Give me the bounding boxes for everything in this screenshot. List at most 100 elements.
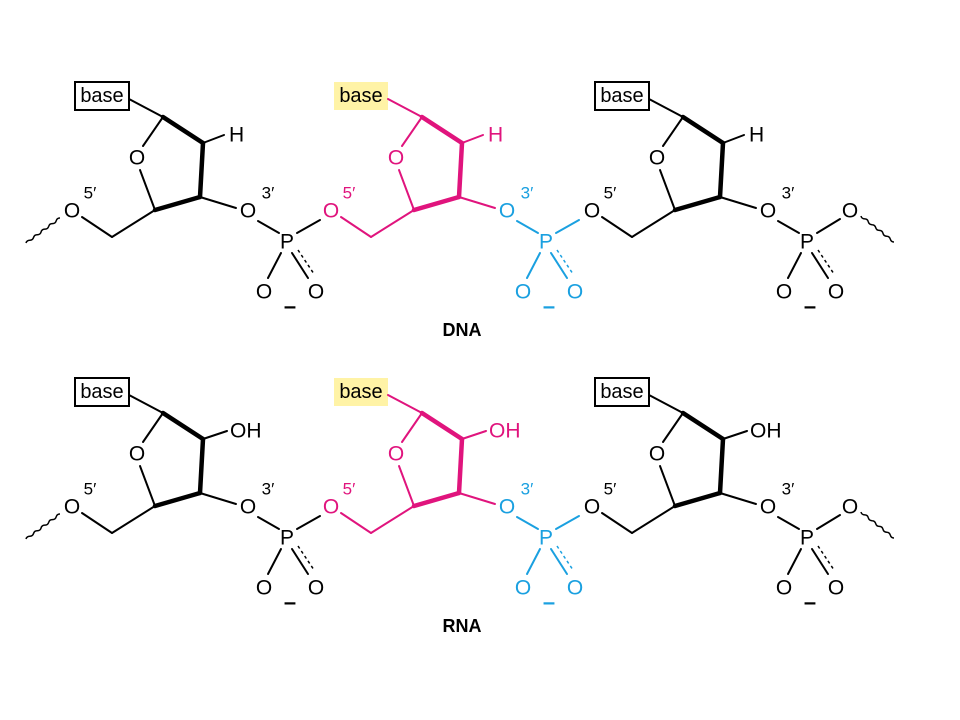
base-box [74, 377, 130, 407]
c3-o3-bond [458, 492, 496, 505]
o3-p-bond [257, 516, 280, 530]
negative-charge: – [284, 294, 296, 319]
o3-label: O [499, 200, 515, 223]
p-o-dashed-bond [817, 545, 835, 571]
negative-charge: – [804, 294, 816, 319]
o3-p-bond [777, 220, 800, 234]
h-bond [722, 134, 745, 144]
ring-bond-o-c4 [139, 465, 156, 507]
base-label: base [600, 85, 643, 107]
prime5-label: 5′ [343, 480, 356, 499]
p-o-dashed-bond [556, 249, 574, 275]
oh-bond [461, 430, 487, 440]
p-o-dashed-bond [297, 249, 315, 275]
c5-o5-bond [81, 512, 113, 534]
phosphate-oxygen-label: O [515, 281, 531, 304]
prime3-label: 3′ [782, 184, 795, 203]
ring-bond-c3-c2 [197, 140, 206, 200]
phosphorus-label: P [800, 527, 814, 550]
terminal-oxygen-label: O [842, 200, 858, 223]
ring-bond-o-c4 [139, 169, 156, 211]
o3-p-bond [777, 516, 800, 530]
hydrogen-label: H [749, 124, 764, 147]
ring-bond-c3-c2 [717, 140, 726, 200]
chain-continuation [25, 217, 61, 244]
p-o-single-bond [526, 252, 541, 279]
ring-bond-c1-o [662, 412, 684, 443]
base-bond [387, 98, 423, 118]
ring-bond-c4-c3 [411, 490, 462, 509]
p-o-bond [291, 548, 309, 575]
o5-label: O [584, 200, 600, 223]
hydrogen-label: H [488, 124, 503, 147]
negative-charge: – [284, 590, 296, 615]
base-label: base [339, 85, 382, 107]
ring-bond-o-c4 [659, 169, 676, 211]
base-box-highlight [334, 378, 388, 406]
ring-bond-c3-c2 [456, 140, 465, 200]
phosphorus-label: P [280, 231, 294, 254]
strand-title: DNA [443, 320, 482, 340]
o3-p-bond [516, 516, 539, 530]
base-bond [128, 98, 164, 118]
c4-c5-bond [111, 505, 156, 534]
phosphate-oxygen-label: O [256, 281, 272, 304]
phosphate-oxygen-label: O [567, 577, 583, 600]
ring-bond-c1-o [662, 116, 684, 147]
c3-o3-bond [199, 196, 237, 209]
o3-label: O [240, 496, 256, 519]
p-o-terminal-bond [816, 514, 841, 530]
ring-bond-c4-c3 [152, 490, 203, 509]
negative-charge: – [804, 590, 816, 615]
o3-p-bond [257, 220, 280, 234]
base-box-highlight [334, 82, 388, 110]
c3-o3-bond [458, 196, 496, 209]
base-box [74, 81, 130, 111]
o5-label: O [323, 200, 339, 223]
oh-bond [722, 430, 748, 440]
base-box [594, 377, 650, 407]
base-bond [128, 394, 164, 414]
p-o5-bond [296, 515, 321, 530]
prime5-label: 5′ [84, 480, 97, 499]
base-bond [387, 394, 423, 414]
p-o-single-bond [267, 252, 282, 279]
prime3-label: 3′ [521, 184, 534, 203]
p-o-dashed-bond [297, 545, 315, 571]
prime5-label: 5′ [604, 480, 617, 499]
chain-continuation [860, 511, 895, 539]
base-box [594, 81, 650, 111]
ring-bond-c1-c2 [160, 410, 206, 442]
prime5-label: 5′ [343, 184, 356, 203]
p-o-single-bond [787, 548, 802, 575]
phosphate-oxygen-label: O [567, 281, 583, 304]
ring-bond-o-c4 [398, 465, 415, 507]
p-o5-bond [555, 515, 580, 530]
ring-bond-c3-c2 [197, 436, 206, 496]
p-o-single-bond [787, 252, 802, 279]
phosphate-oxygen-label: O [828, 577, 844, 600]
c5-o5-bond [340, 216, 372, 238]
o3-label: O [240, 200, 256, 223]
negative-charge: – [543, 294, 555, 319]
p-o-single-bond [267, 548, 282, 575]
ring-oxygen-label: O [388, 443, 404, 466]
ring-bond-o-c4 [398, 169, 415, 211]
ring-bond-c1-c2 [160, 114, 206, 146]
p-o-dashed-bond [817, 249, 835, 275]
ring-bond-c4-c3 [152, 194, 203, 213]
ring-bond-c1-o [401, 412, 423, 443]
o5-label: O [323, 496, 339, 519]
ring-oxygen-label: O [649, 147, 665, 170]
o3-label: O [760, 200, 776, 223]
p-o-bond [811, 548, 829, 575]
hydroxyl-label: OH [489, 420, 521, 443]
negative-charge: – [543, 590, 555, 615]
base-label: base [339, 381, 382, 403]
p-o-bond [550, 252, 568, 279]
